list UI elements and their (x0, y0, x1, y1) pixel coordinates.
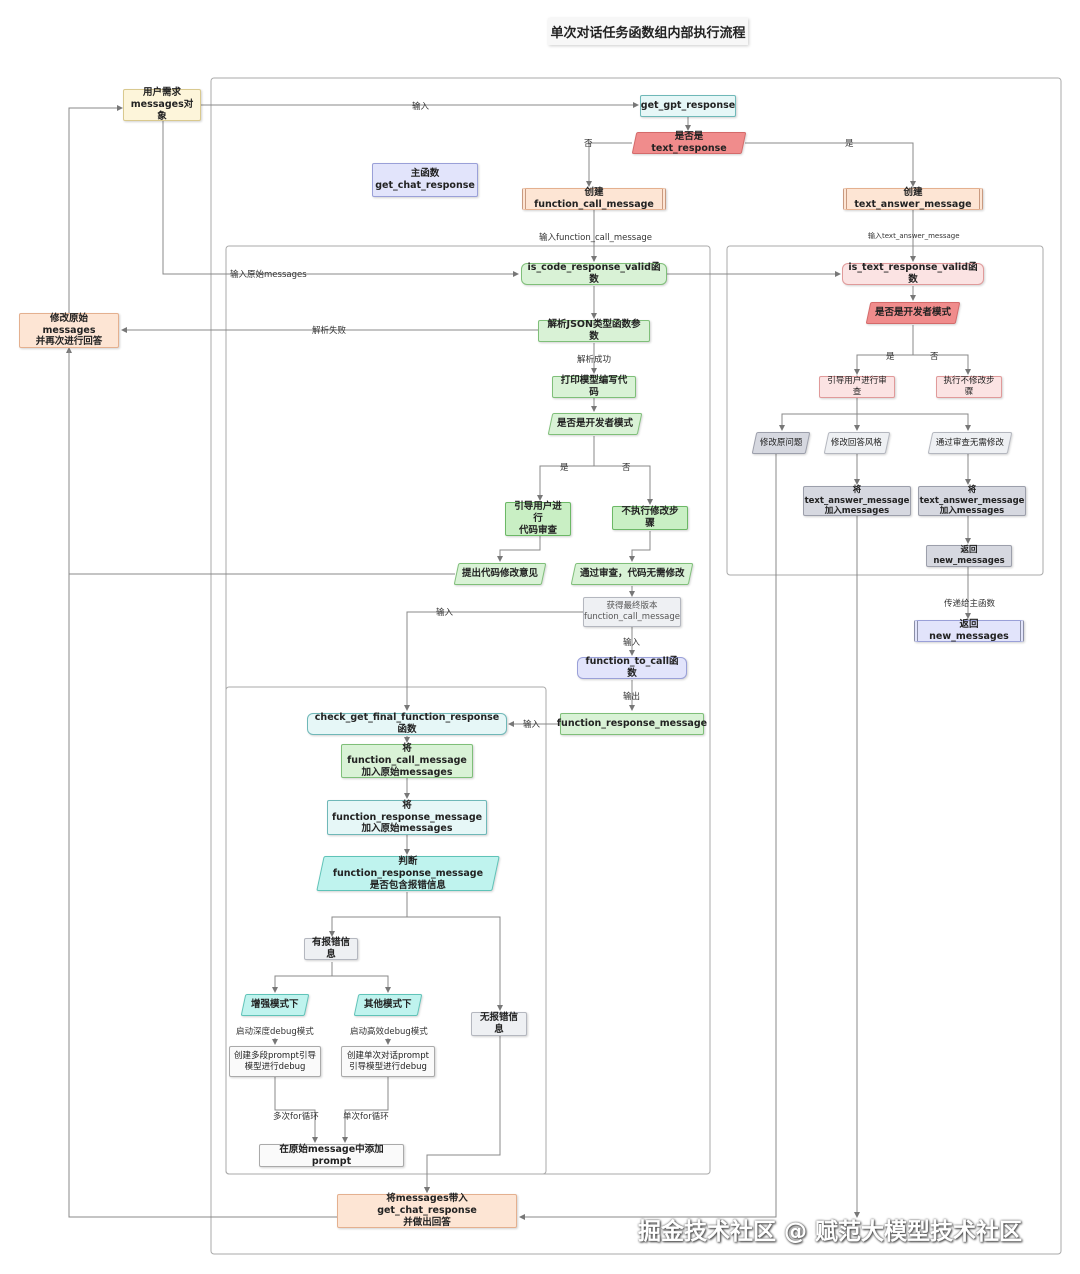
label-multi-loop: 多次for循环 (273, 1112, 319, 1122)
suggest-code-changes-node: 提出代码修改意见 (453, 563, 547, 585)
pass-no-modify-label: 通过审查无需修改 (935, 437, 1004, 448)
modify-question-label: 修改原问题 (759, 437, 803, 448)
get-gpt-response-node: get_gpt_response (640, 95, 736, 117)
user-request-node: 用户需求 messages对象 (123, 87, 201, 122)
modify-question-node: 修改原问题 (751, 432, 811, 454)
label-parse-fail: 解析失败 (312, 326, 347, 336)
add-function-call-message-node: 将function_call_message 加入原始messages (341, 743, 473, 778)
pass-review-label: 通过审查，代码无需修改 (579, 568, 685, 580)
parse-json-node: 解析JSON类型函数参数 (538, 319, 650, 342)
modify-style-node: 修改回答风格 (823, 432, 891, 454)
judge-error-decision: 判断function_response_message 是否包含报错信息 (316, 855, 500, 891)
check-get-final-function-response-node: check_get_final_function_response函数 (307, 712, 507, 735)
label-parse-ok: 解析成功 (577, 355, 612, 365)
outer-frame (210, 77, 1062, 1255)
guide-user-review-node: 引导用户进行审查 (819, 376, 895, 398)
judge-error-label: 判断function_response_message 是否包含报错信息 (332, 855, 484, 891)
check-frame (225, 686, 547, 1175)
multi-prompt-debug-node: 创建多段prompt引导 模型进行debug (229, 1046, 321, 1077)
add-text-answer-node-2: 将text_answer_message 加入messages (918, 485, 1026, 517)
enhanced-mode-label: 增强模式下 (251, 999, 299, 1011)
create-function-call-message-node: 创建function_call_message (522, 187, 666, 210)
label-input-text: 输入text_answer_message (868, 232, 960, 240)
label-input-1: 输入 (412, 102, 430, 112)
modify-original-messages-node: 修改原始messages 并再次进行回答 (19, 313, 119, 348)
label-yes-2: 是 (560, 463, 569, 473)
modify-style-label: 修改回答风格 (831, 437, 883, 448)
print-code-node: 打印模型编写代码 (552, 375, 636, 398)
label-input-2: 输入 (436, 608, 454, 618)
return-new-messages-node-2: 返回new_messages (914, 619, 1024, 642)
pass-review-node: 通过审查，代码无需修改 (570, 563, 694, 585)
skip-modify-node-2: 执行不修改步骤 (936, 376, 1002, 398)
add-text-answer-node-1: 将text_answer_message 加入messages (803, 485, 911, 517)
function-to-call-node: function_to_call函数 (577, 656, 687, 679)
label-input-3: 输入 (623, 638, 641, 648)
final-answer-node: 将messages带入get_chat_response 并做出回答 (337, 1193, 517, 1228)
other-mode-node: 其他模式下 (353, 994, 423, 1016)
label-output: 输出 (623, 692, 641, 702)
label-no-3: 否 (930, 352, 939, 362)
text-frame (726, 245, 1044, 576)
label-yes-1: 是 (845, 139, 854, 149)
create-text-answer-message-node: 创建text_answer_message (843, 187, 983, 210)
no-error-node: 无报错信息 (471, 1012, 527, 1036)
is-text-response-label: 是否是text_response (651, 131, 727, 154)
label-input-fc: 输入function_call_message (539, 233, 653, 243)
diagram-title: 单次对话任务函数组内部执行流程 (548, 18, 748, 45)
final-function-call-message-node: 获得最终版本 function_call_message (583, 597, 681, 627)
label-yes-3: 是 (886, 352, 895, 362)
return-new-messages-node: 返回new_messages (926, 545, 1012, 567)
label-no-1: 否 (584, 139, 593, 149)
is-text-response-decision: 是否是text_response (631, 131, 747, 154)
pass-no-modify-node: 通过审查无需修改 (927, 432, 1013, 454)
is-code-response-valid-node: is_code_response_valid函数 (521, 262, 667, 285)
other-mode-label: 其他模式下 (364, 999, 412, 1011)
function-response-message-node: function_response_message (557, 713, 707, 735)
label-single-loop: 单次for循环 (343, 1112, 389, 1122)
label-start-deep: 启动深度debug模式 (236, 1027, 314, 1037)
label-pass-main: 传递给主函数 (944, 599, 996, 609)
is-text-response-valid-node: is_text_response_valid函数 (842, 262, 984, 285)
add-function-response-message-node: 将function_response_message 加入原始messages (327, 800, 487, 835)
guide-code-review-node: 引导用户进行 代码审查 (505, 501, 571, 536)
has-error-node: 有报错信息 (304, 937, 358, 960)
label-no-2: 否 (622, 463, 631, 473)
enhanced-mode-node: 增强模式下 (240, 994, 310, 1016)
is-developer-mode-label-2: 是否是开发者模式 (874, 307, 951, 319)
label-input-4: 输入 (523, 720, 541, 730)
is-developer-mode-label-1: 是否是开发者模式 (556, 418, 633, 430)
is-developer-mode-decision-2: 是否是开发者模式 (865, 302, 961, 324)
is-developer-mode-decision-1: 是否是开发者模式 (547, 413, 643, 435)
watermark: 掘金技术社区 @ 赋范大模型技术社区 (638, 1219, 1023, 1245)
add-prompt-node: 在原始message中添加prompt (259, 1144, 404, 1167)
label-start-efficient: 启动高效debug模式 (350, 1027, 428, 1037)
label-input-orig: 输入原始messages (230, 270, 307, 280)
single-prompt-debug-node: 创建单次对话prompt 引导模型进行debug (341, 1046, 435, 1077)
suggest-code-changes-label: 提出代码修改意见 (461, 568, 538, 580)
main-function-node: 主函数 get_chat_response (372, 163, 478, 197)
skip-modify-node-1: 不执行修改步骤 (612, 506, 688, 530)
